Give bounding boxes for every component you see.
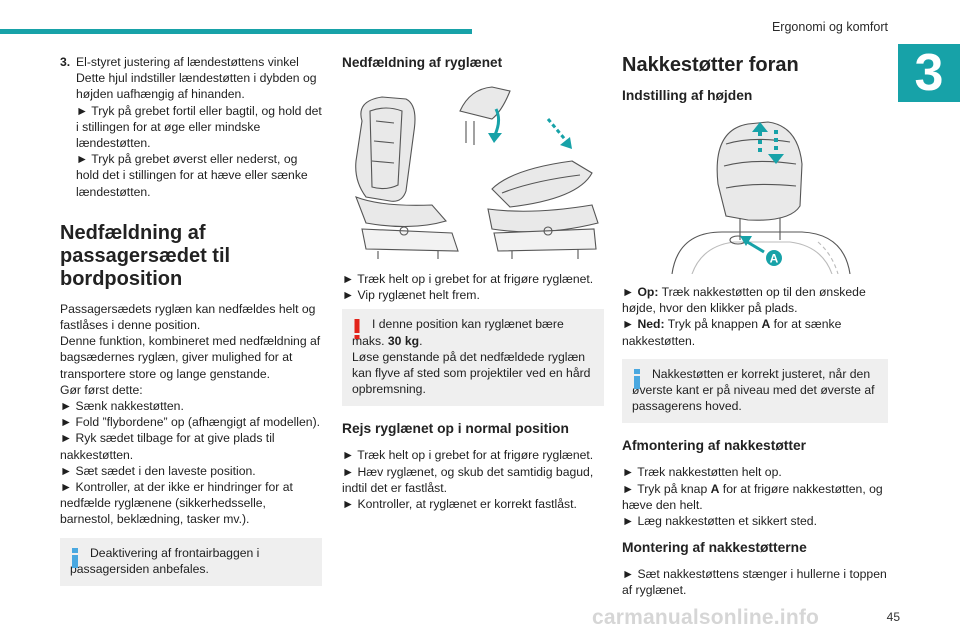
list-number: 3.: [60, 55, 71, 69]
callout-a-label: A: [770, 252, 779, 266]
step: ► Sænk nakkestøtten.: [60, 399, 184, 414]
section-heading: Nedfældning af ryglænet: [342, 55, 503, 70]
note-text: Nakkestøtten er korrekt justeret, når de…: [632, 366, 875, 414]
step: ► Hæv ryglænet, og skub det samtidig bag…: [342, 464, 594, 495]
step: ► Kontroller, at der ikke er hindringer …: [60, 480, 293, 527]
item-step: ► Tryk på grebet fortil eller bagtil, og…: [76, 103, 322, 151]
paragraph: Gør først dette:: [60, 382, 143, 397]
step: ► Fold ”flybordene” op (afhængigt af mod…: [60, 415, 321, 430]
column-2: Nedfældning af ryglænet ►: [342, 54, 604, 512]
page-number: 45: [886, 610, 900, 624]
step: ► Sæt nakkestøttens stænger i hullerne i…: [622, 567, 887, 598]
step-ned: ► Ned: Tryk på knappen A for at sænke na…: [622, 317, 842, 348]
seat-fold-illustration: [355, 86, 599, 259]
info-note: Deaktivering af frontairbaggen i passage…: [60, 537, 322, 587]
subsection-heading: Indstilling af højden: [622, 88, 753, 103]
section-heading: Nedfældning af passagersædet til bordpos…: [60, 221, 231, 290]
step-op: ► Op: Træk nakkestøtten op til den ønske…: [622, 285, 866, 316]
chapter-number: 3: [898, 44, 960, 102]
info-note: Nakkestøtten er korrekt justeret, når de…: [622, 358, 888, 424]
step: ► Sæt sædet i den laveste position.: [60, 463, 256, 478]
warning-body: Løse genstande på det nedfældede ryglæn …: [352, 349, 591, 397]
item-title: El-styret justering af lændestøttens vin…: [76, 55, 299, 69]
paragraph: Passagersædets ryglæn kan nedfældes helt…: [60, 301, 316, 333]
step: ► Træk helt op i grebet for at frigøre r…: [342, 272, 594, 286]
column-1: 3. El-styret justering af lændestøttens …: [60, 54, 322, 587]
note-text: Deaktivering af frontairbaggen i passage…: [70, 545, 260, 576]
item-step: ► Tryk på grebet øverst eller nederst, o…: [76, 152, 308, 199]
step: ► Træk helt op i grebet for at frigøre r…: [342, 448, 594, 463]
headrest-illustration: A: [671, 121, 851, 274]
section-title: Ergonomi og komfort: [771, 20, 888, 34]
list-item-3: 3. El-styret justering af lændestøttens …: [60, 54, 322, 200]
section-heading: Nakkestøtter foran: [622, 54, 799, 76]
step: ► Læg nakkestøtten et sikkert sted.: [622, 514, 817, 529]
info-icon: [72, 547, 78, 568]
subsection-heading: Afmontering af nakkestøtter: [622, 438, 806, 454]
warning-icon: [354, 319, 360, 340]
paragraph: Denne funktion, kombineret med nedfældni…: [60, 334, 321, 381]
watermark: carmanualsonline.info: [592, 606, 820, 629]
step: ► Vip ryglænet helt frem.: [342, 288, 480, 303]
section-heading: Rejs ryglænet op i normal position: [342, 421, 569, 437]
step: ► Kontroller, at ryglænet er korrekt fas…: [342, 497, 577, 512]
step: ► Træk nakkestøtten helt op.: [622, 465, 782, 480]
info-icon: [634, 368, 640, 389]
item-text: Dette hjul indstiller lændestøtten i dyb…: [76, 71, 317, 102]
subsection-heading: Montering af nakkestøtterne: [622, 540, 807, 556]
header-accent-bar: [0, 29, 472, 34]
warning-note: I denne position kan ryglænet bære maks.…: [342, 309, 604, 407]
step: ► Ryk sædet tilbage for at give plads ti…: [60, 431, 275, 462]
warning-text: I denne position kan ryglænet bære maks.…: [352, 317, 564, 348]
step: ► Tryk på knap A for at frigøre nakkestø…: [622, 481, 883, 512]
column-3: Nakkestøtter foran Indstilling af højden…: [622, 54, 888, 599]
